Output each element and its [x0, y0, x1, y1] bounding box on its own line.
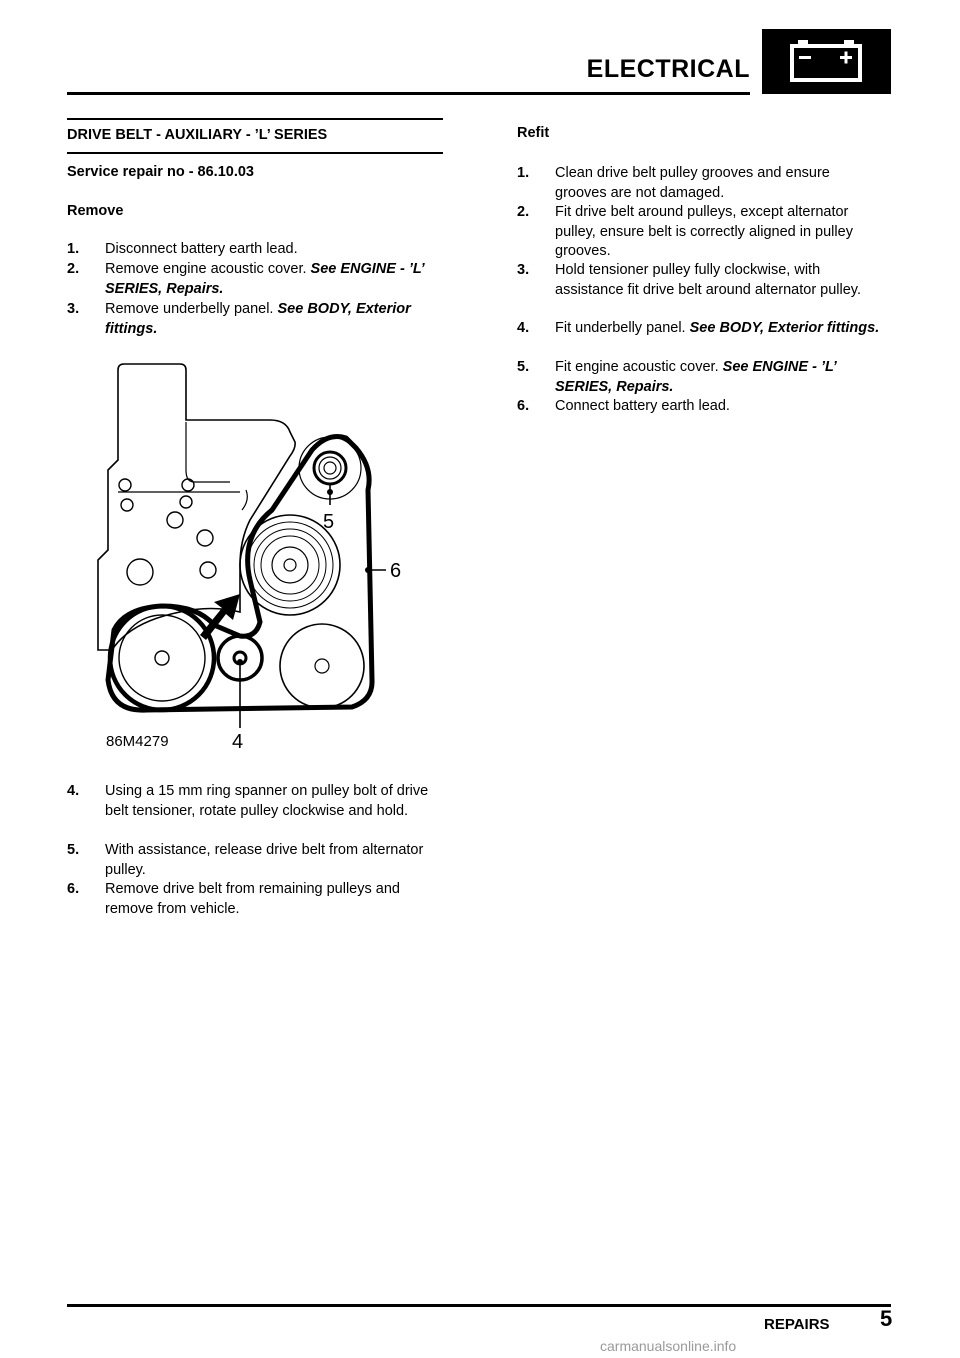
- step-text: Connect battery earth lead.: [555, 398, 730, 414]
- figure-code: 86M4279: [106, 733, 169, 750]
- footer-section: REPAIRS: [764, 1316, 830, 1333]
- callout-4-label: 4: [232, 731, 243, 753]
- step-number: 6.: [517, 398, 530, 414]
- refit-step-5: 5. Fit engine acoustic cover. See ENGINE…: [517, 358, 893, 398]
- remove-step-4: 4. Using a 15 mm ring spanner on pulley …: [67, 782, 443, 842]
- step-text: Remove engine acoustic cover.: [105, 261, 307, 277]
- callout-5-label: 5: [323, 511, 334, 533]
- step-text: Fit underbelly panel.: [555, 320, 686, 336]
- step-number: 1.: [67, 241, 80, 257]
- drive-belt-diagram: 5 6 4 86M4279: [90, 350, 430, 760]
- step-text: Remove drive belt from remaining pulleys…: [105, 881, 400, 917]
- step-text: With assistance, release drive belt from…: [105, 842, 424, 878]
- step-text: Using a 15 mm ring spanner on pulley bol…: [105, 783, 429, 819]
- service-repair-number: Service repair no - 86.10.03: [67, 164, 254, 180]
- header-rule: [67, 92, 750, 95]
- step-number: 3.: [517, 262, 530, 278]
- refit-step-1: 1. Clean drive belt pulley grooves and e…: [517, 164, 893, 204]
- refit-step-3: 3. Hold tensioner pulley fully clockwise…: [517, 261, 893, 321]
- step-number: 4.: [67, 783, 80, 799]
- page-number: 5: [880, 1306, 893, 1331]
- callout-6-label: 6: [390, 560, 401, 582]
- remove-step-3: 3. Remove underbelly panel. See BODY, Ex…: [67, 300, 443, 340]
- step-text: Fit drive belt around pulleys, except al…: [555, 204, 853, 259]
- page-title: DRIVE BELT - AUXILIARY - ’L’ SERIES: [67, 118, 443, 154]
- step-number: 4.: [517, 320, 530, 336]
- step-text: Disconnect battery earth lead.: [105, 241, 298, 257]
- step-number: 2.: [67, 261, 80, 277]
- step-text: Hold tensioner pulley fully clockwise, w…: [555, 262, 862, 298]
- step-number: 1.: [517, 165, 530, 181]
- step-number: 2.: [517, 204, 530, 220]
- step-number: 3.: [67, 301, 80, 317]
- cross-reference-link[interactable]: See BODY, Exterior fittings.: [689, 320, 880, 336]
- footer-rule: [67, 1304, 891, 1307]
- remove-step-5: 5. With assistance, release drive belt f…: [67, 841, 443, 881]
- step-text: Remove underbelly panel.: [105, 301, 274, 317]
- cross-reference-link[interactable]: See ENGINE - ’L’ SERIES, Repairs.: [555, 359, 837, 395]
- step-text: Clean drive belt pulley grooves and ensu…: [555, 165, 830, 201]
- refit-heading: Refit: [517, 125, 550, 141]
- header-section-title: ELECTRICAL: [586, 55, 750, 83]
- refit-step-2: 2. Fit drive belt around pulleys, except…: [517, 203, 893, 263]
- remove-step-6: 6. Remove drive belt from remaining pull…: [67, 880, 443, 920]
- step-number: 5.: [517, 359, 530, 375]
- refit-step-6: 6. Connect battery earth lead.: [517, 397, 893, 417]
- remove-step-2: 2. Remove engine acoustic cover. See ENG…: [67, 260, 443, 300]
- remove-heading: Remove: [67, 203, 124, 219]
- watermark-text: carmanualsonline.info: [600, 1338, 737, 1354]
- step-text: Fit engine acoustic cover.: [555, 359, 719, 375]
- step-number: 6.: [67, 881, 80, 897]
- refit-step-4: 4. Fit underbelly panel. See BODY, Exter…: [517, 319, 893, 359]
- cross-reference-link[interactable]: See ENGINE - ’L’ SERIES, Repairs.: [105, 261, 425, 297]
- remove-step-1: 1. Disconnect battery earth lead.: [67, 240, 443, 260]
- step-number: 5.: [67, 842, 80, 858]
- battery-icon: [762, 29, 891, 94]
- cross-reference-link[interactable]: See BODY, Exterior fittings.: [105, 301, 411, 337]
